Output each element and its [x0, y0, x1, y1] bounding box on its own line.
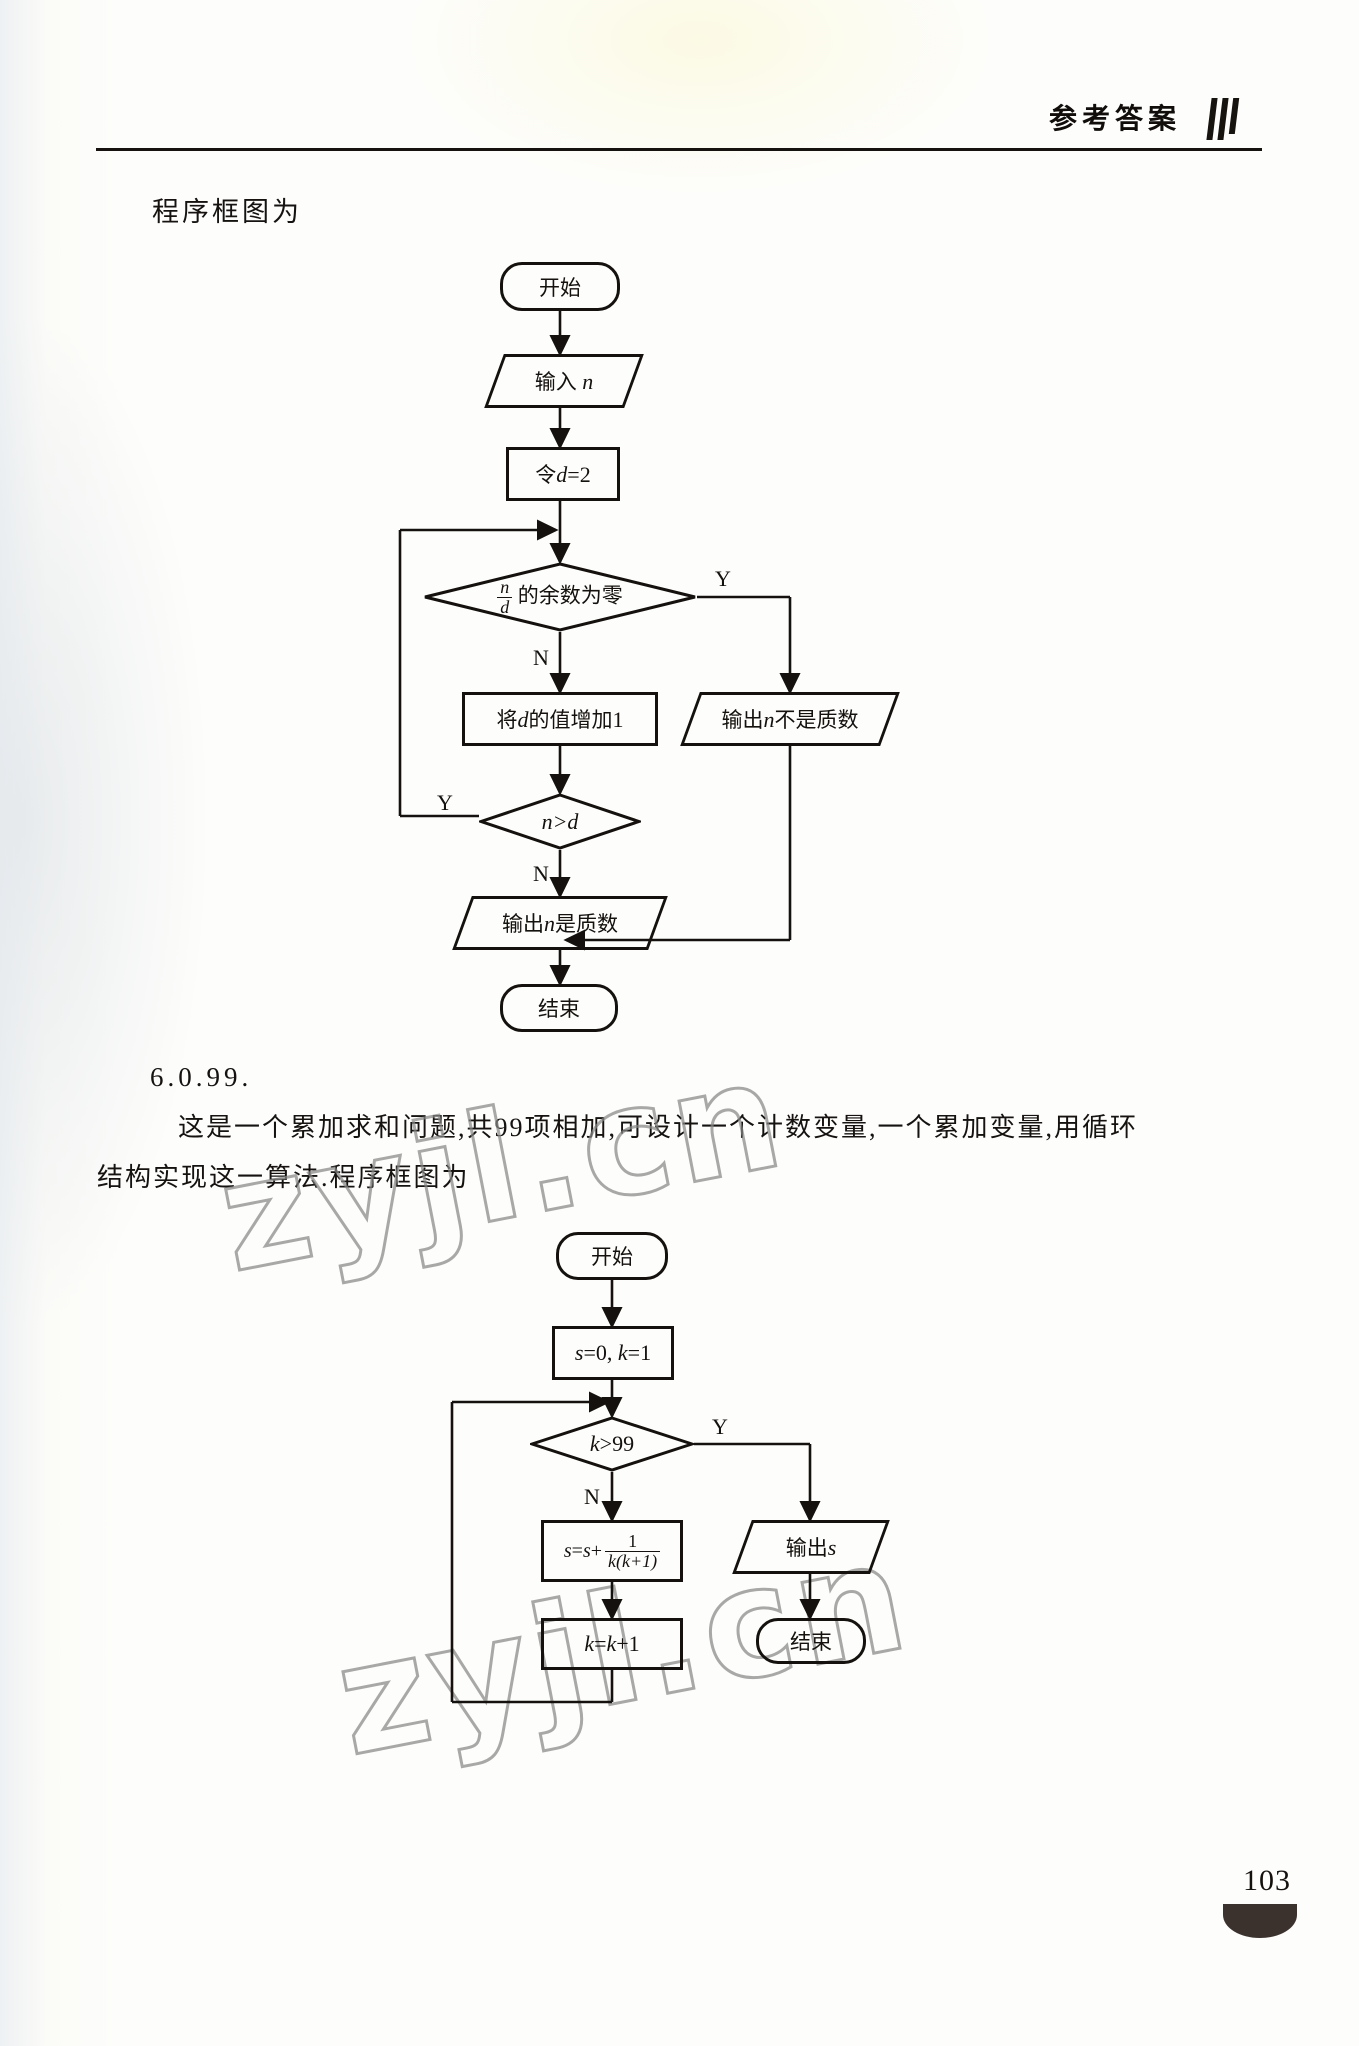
flowchart-node-output-s: 输出s: [732, 1520, 890, 1574]
branch-label-yes: Y: [715, 566, 731, 591]
fraction-n-over-d: n d: [497, 577, 513, 617]
branch-label-yes: Y: [712, 1414, 728, 1439]
branch-label-no: N: [584, 1484, 600, 1509]
prime-test-flowchart: 开始 输入 n 令d=2 n d 的余数为零 Y N 将d的值增加1 输出n不是…: [398, 262, 900, 1032]
node-label: 将d的值增加1: [496, 707, 624, 732]
accumulate-sum-flowchart: 开始 s=0, k=1 k>99 Y N s=s+ 1 k(k+1) k=k+1…: [0, 1200, 1359, 1760]
flowchart-node-output-not-prime: 输出n不是质数: [680, 692, 900, 746]
flowchart-1-connectors: [398, 311, 801, 987]
fraction-one-over-k-k-plus-1: 1 k(k+1): [605, 1531, 661, 1571]
node-label: 开始: [591, 1245, 633, 1269]
flowchart-node-increment-d: 将d的值增加1: [462, 692, 658, 746]
node-label: 结束: [790, 1630, 832, 1654]
node-label: 输出s: [785, 1535, 837, 1560]
flowchart-node-remainder-decision: n d 的余数为零: [423, 562, 697, 632]
header-rule: [96, 148, 1262, 151]
node-label: 输出n不是质数: [721, 707, 859, 732]
node-label: 开始: [539, 275, 581, 300]
node-label: k>99: [589, 1431, 635, 1456]
flowchart-node-k-gt-99-decision: k>99: [530, 1416, 694, 1472]
flowchart-node-end: 结束: [756, 1618, 866, 1664]
flowchart-node-output-prime: 输出n是质数: [452, 896, 668, 950]
flowchart-node-input-n: 输入 n: [484, 354, 644, 408]
node-label: 输出n是质数: [502, 911, 618, 936]
node-label: s=s+ 1 k(k+1): [564, 1531, 661, 1571]
flowchart-node-end: 结束: [500, 984, 618, 1032]
section-number: 6.0.99.: [150, 1062, 253, 1092]
node-label: s=0, k=1: [574, 1340, 652, 1365]
diamond-shape: [530, 1416, 694, 1472]
page-title: 参考答案: [1048, 102, 1181, 135]
node-label: 令d=2: [535, 462, 591, 487]
flowchart-node-accumulate: s=s+ 1 k(k+1): [541, 1520, 683, 1582]
branch-label-yes: Y: [437, 790, 453, 815]
flowchart-node-set-d: 令d=2: [506, 447, 620, 501]
node-label: 输入 n: [534, 369, 594, 394]
branch-label-no: N: [533, 861, 549, 886]
branch-label-no: N: [533, 645, 549, 670]
flowchart-node-increment-k: k=k+1: [541, 1618, 683, 1670]
flowchart-node-init: s=0, k=1: [552, 1326, 674, 1380]
node-label: n>d: [541, 808, 579, 834]
intro-line: 程序框图为: [152, 197, 302, 227]
node-label: k=k+1: [584, 1631, 640, 1656]
flowchart-node-start: 开始: [556, 1232, 668, 1280]
diamond-shape: [479, 793, 641, 850]
node-label: 结束: [538, 997, 580, 1021]
paragraph-line-1: 这是一个累加求和问题,共99项相加,可设计一个计数变量,一个累加变量,用循环: [178, 1113, 1139, 1142]
flowchart-node-start: 开始: [500, 262, 620, 311]
flowchart-2-connectors: [450, 1280, 821, 1704]
page-number: 103: [1243, 1864, 1291, 1897]
flowchart-node-n-gt-d-decision: n>d: [479, 793, 641, 850]
node-label: n d 的余数为零: [497, 577, 623, 617]
diamond-shape: [424, 562, 696, 632]
paragraph-line-2: 结构实现这一算法.程序框图为: [97, 1163, 470, 1192]
